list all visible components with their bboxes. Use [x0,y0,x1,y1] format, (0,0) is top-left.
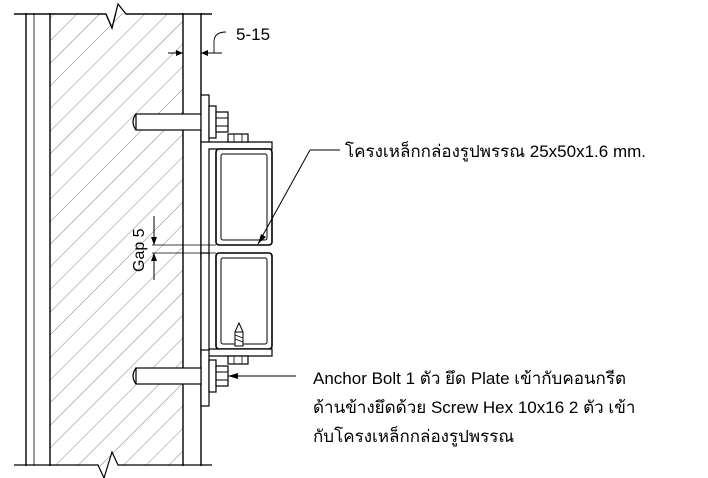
dimension-gap: Gap 5 [131,216,216,280]
gap-dimension-label: Gap 5 [131,228,148,272]
concrete-wall [25,0,202,478]
anchor-callout-line-1: Anchor Bolt 1 ตัว ยึด Plate เข้ากับคอนกร… [313,369,626,388]
dimension-offset: 5-15 [168,25,270,95]
leader-anchor [228,373,296,379]
anchor-callout-line-3: กับโครงเหล็กกล่องรูปพรรณ [313,425,514,447]
anchor-callout-line-2: ด้านข้างยึดด้วย Screw Hex 10x16 2 ตัว เข… [313,398,635,417]
hex-screw-bottom [234,321,244,347]
steel-tube-upper [215,148,273,246]
leader-tube [257,149,340,245]
anchor-bolt-bottom [132,349,229,407]
break-line-top [0,0,212,30]
steel-tube-lower [215,252,273,350]
offset-dimension-label: 5-15 [236,25,270,44]
break-line-bottom [0,450,212,478]
anchor-bolt-top [132,94,229,150]
tube-callout-label: โครงเหล็กกล่องรูปพรรณ 25x50x1.6 mm. [345,140,646,162]
